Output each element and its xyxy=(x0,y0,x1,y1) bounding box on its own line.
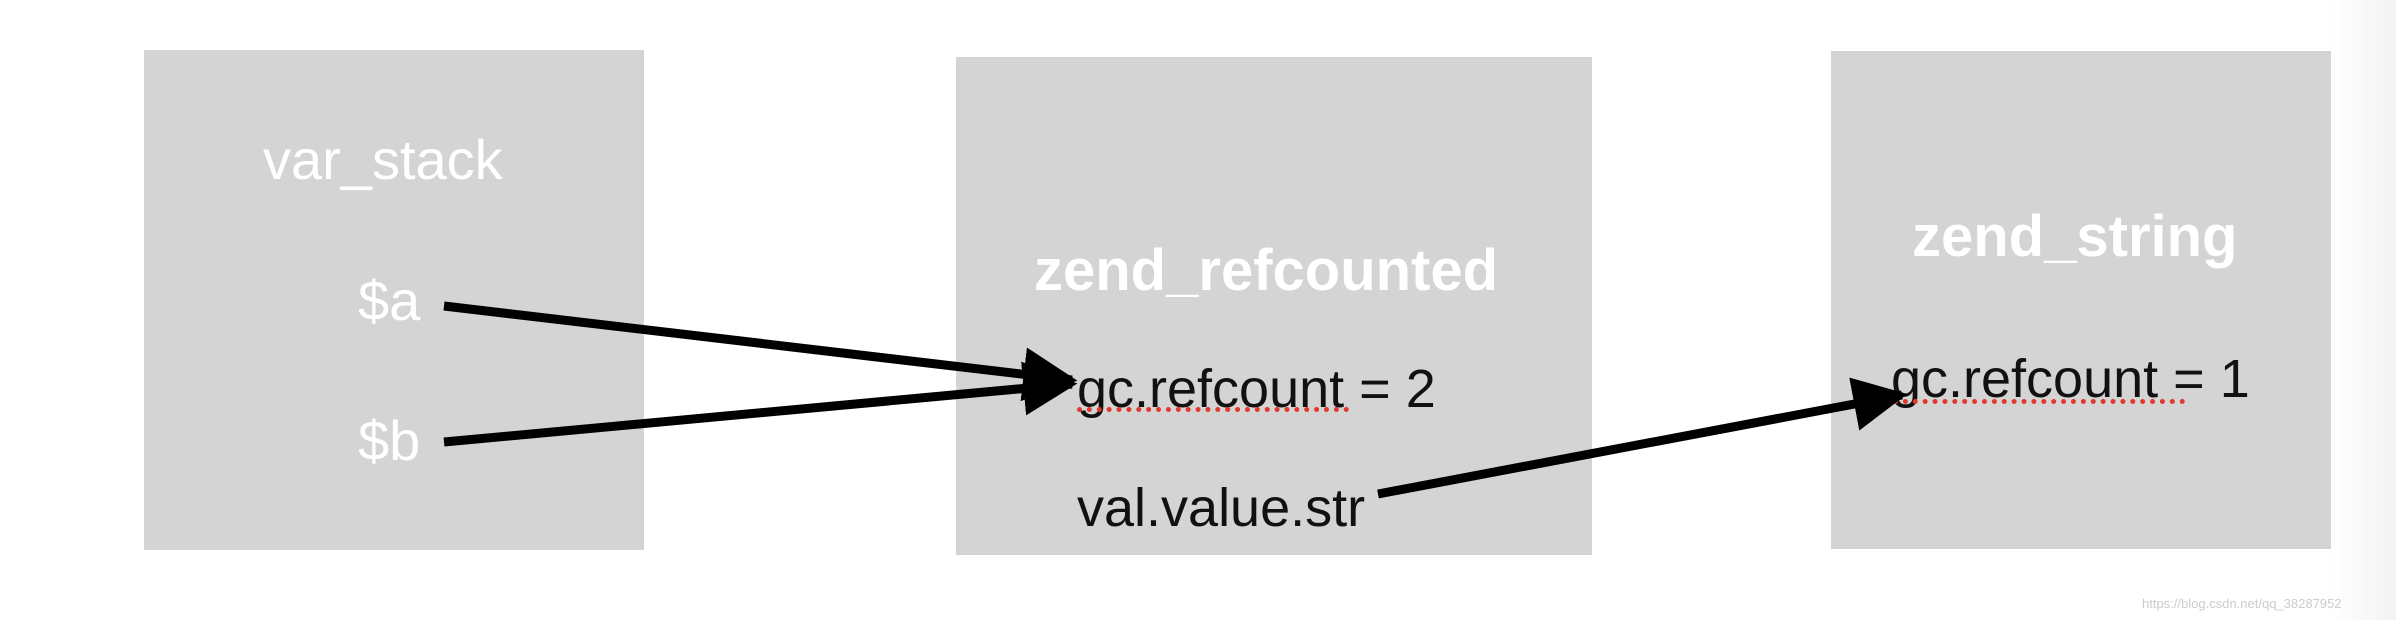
spellcheck-underline xyxy=(1077,407,1349,412)
arrow-b-to-refcounted xyxy=(443,361,1078,447)
zend-refcounted-title: zend_refcounted xyxy=(1034,238,1499,303)
arrow-a-to-refcounted xyxy=(443,301,1078,402)
zend-string-box xyxy=(1831,51,2331,549)
right-edge-shade xyxy=(2330,0,2396,620)
zend-string-title: zend_string xyxy=(1912,204,2238,269)
var-b-label: $b xyxy=(358,409,421,472)
string-refcount-label: gc.refcount xyxy=(1891,349,2159,409)
spellcheck-underline xyxy=(1893,399,2185,404)
refcounted-refcount-value: = 2 xyxy=(1359,359,1436,419)
string-refcount-field: gc.refcount = 1 xyxy=(1891,352,2250,406)
var-stack-title: var_stack xyxy=(263,128,503,191)
var-a-label: $a xyxy=(358,269,421,332)
watermark: https://blog.csdn.net/qq_38287952 xyxy=(2142,596,2342,611)
refcounted-value-field: val.value.str xyxy=(1077,478,1366,538)
arrow-str-to-zend-string xyxy=(1377,377,1908,499)
string-refcount-value: = 1 xyxy=(2173,349,2250,409)
var-stack-box xyxy=(144,50,644,550)
